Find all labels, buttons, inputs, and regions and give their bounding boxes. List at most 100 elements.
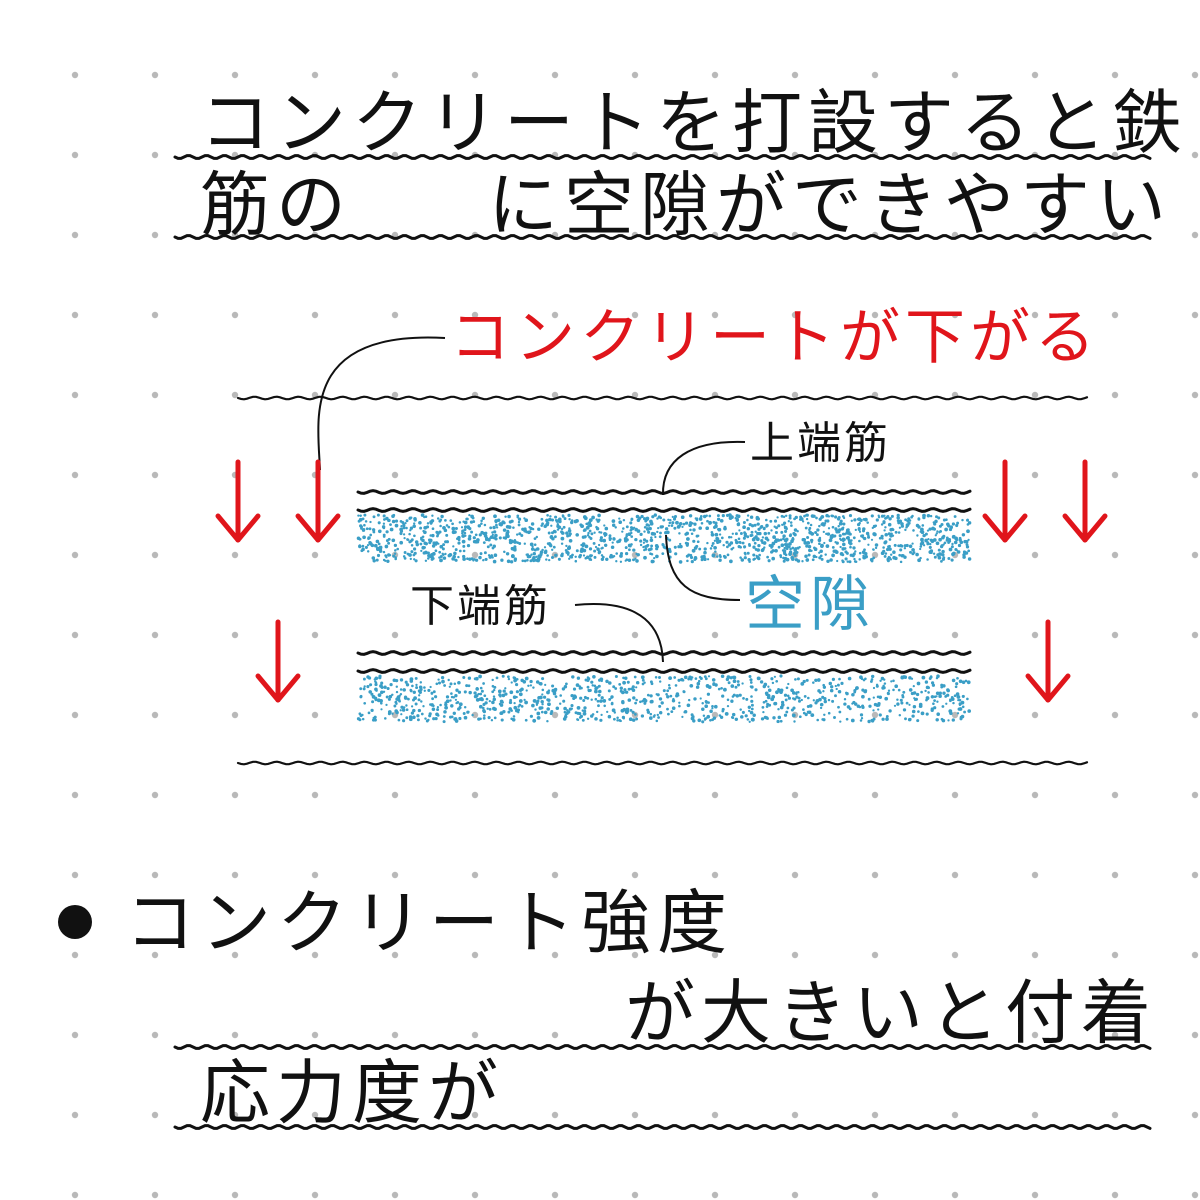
arrow-down-right-outer (1062, 459, 1108, 543)
grid-dot (1111, 631, 1119, 639)
grid-dot (1111, 711, 1119, 719)
grid-dot (551, 1191, 559, 1199)
ruled-line (173, 234, 1152, 240)
grid-dot (311, 871, 319, 879)
grid-dot (631, 631, 639, 639)
grid-dot (871, 1191, 879, 1199)
grid-dot (1111, 471, 1119, 479)
grid-dot (1031, 311, 1039, 319)
grid-dot (71, 1031, 79, 1039)
grid-dot (71, 231, 79, 239)
grid-dot (1191, 1111, 1199, 1119)
note-line-2-end: に空隙ができやすい (488, 164, 1172, 246)
top-void-stipple (356, 513, 972, 564)
arrow-down-right-inner (982, 459, 1028, 543)
grid-dot (471, 471, 479, 479)
grid-dot (71, 1111, 79, 1119)
grid-dot (631, 71, 639, 79)
grid-dot (471, 1191, 479, 1199)
grid-dot (391, 871, 399, 879)
grid-dot (471, 311, 479, 319)
grid-dot (1191, 1191, 1199, 1199)
grid-dot (1191, 71, 1199, 79)
grid-dot (471, 551, 479, 559)
grid-dot (151, 391, 159, 399)
grid-dot (471, 1031, 479, 1039)
top-rebar-line-upper (356, 489, 972, 495)
grid-dot (631, 1031, 639, 1039)
grid-dot (551, 711, 559, 719)
grid-dot (711, 1031, 719, 1039)
grid-dot (231, 631, 239, 639)
grid-dot (711, 711, 719, 719)
arrow-down-right-lower (1025, 619, 1071, 703)
grid-dot (391, 311, 399, 319)
grid-dot (711, 791, 719, 799)
grid-dot (951, 1111, 959, 1119)
arrow-down-left-inner (295, 459, 341, 543)
grid-dot (1191, 631, 1199, 639)
bottom-void-stipple (356, 674, 971, 724)
grid-dot (391, 471, 399, 479)
grid-dot (311, 71, 319, 79)
grid-dot (551, 471, 559, 479)
grid-dot (311, 711, 319, 719)
note-line-2-start: 筋の (200, 164, 352, 246)
void-label: 空隙 (745, 570, 875, 640)
grid-dot (951, 791, 959, 799)
note-line-5: 応力度が (200, 1052, 504, 1134)
grid-dot (871, 311, 879, 319)
grid-dot (871, 711, 879, 719)
concrete-top-line (236, 395, 1089, 401)
grid-dot (1031, 711, 1039, 719)
grid-dot (551, 951, 559, 959)
grid-dot (1111, 551, 1119, 559)
leader-bottom-rebar (574, 603, 664, 663)
note-line-3: コンクリート強度 (125, 882, 733, 964)
grid-dot (1031, 791, 1039, 799)
grid-dot (951, 871, 959, 879)
grid-dot (71, 151, 79, 159)
ruled-line (173, 1124, 1152, 1130)
grid-dot (951, 711, 959, 719)
grid-dot (391, 71, 399, 79)
grid-dot (1031, 871, 1039, 879)
grid-dot (871, 951, 879, 959)
grid-dot (791, 311, 799, 319)
grid-dot (71, 551, 79, 559)
grid-dot (551, 791, 559, 799)
grid-dot (231, 951, 239, 959)
grid-dot (391, 1191, 399, 1199)
grid-dot (231, 1111, 239, 1119)
grid-dot (631, 951, 639, 959)
grid-dot (1191, 1031, 1199, 1039)
void-stipple (356, 513, 972, 724)
grid-dot (631, 471, 639, 479)
grid-dot (471, 711, 479, 719)
grid-dot (1111, 871, 1119, 879)
grid-dot (71, 711, 79, 719)
grid-dot (71, 951, 79, 959)
grid-dot (711, 471, 719, 479)
leader-concrete (317, 336, 446, 471)
grid-dot (1111, 951, 1119, 959)
grid-dot (631, 791, 639, 799)
grid-dot (551, 631, 559, 639)
grid-dot (231, 1191, 239, 1199)
grid-dot (151, 951, 159, 959)
grid-dot (151, 1031, 159, 1039)
grid-dot (231, 71, 239, 79)
note-line-4: が大きいと付着 (625, 972, 1157, 1054)
grid-dot (151, 151, 159, 159)
grid-dot (71, 71, 79, 79)
grid-dot (1031, 1031, 1039, 1039)
grid-dot (471, 631, 479, 639)
grid-dot (551, 1111, 559, 1119)
grid-dot (711, 951, 719, 959)
grid-dot (151, 471, 159, 479)
grid-dot (1191, 551, 1199, 559)
grid-dot (791, 1111, 799, 1119)
grid-dot (1031, 471, 1039, 479)
grid-dot (71, 311, 79, 319)
grid-dot (1111, 311, 1119, 319)
